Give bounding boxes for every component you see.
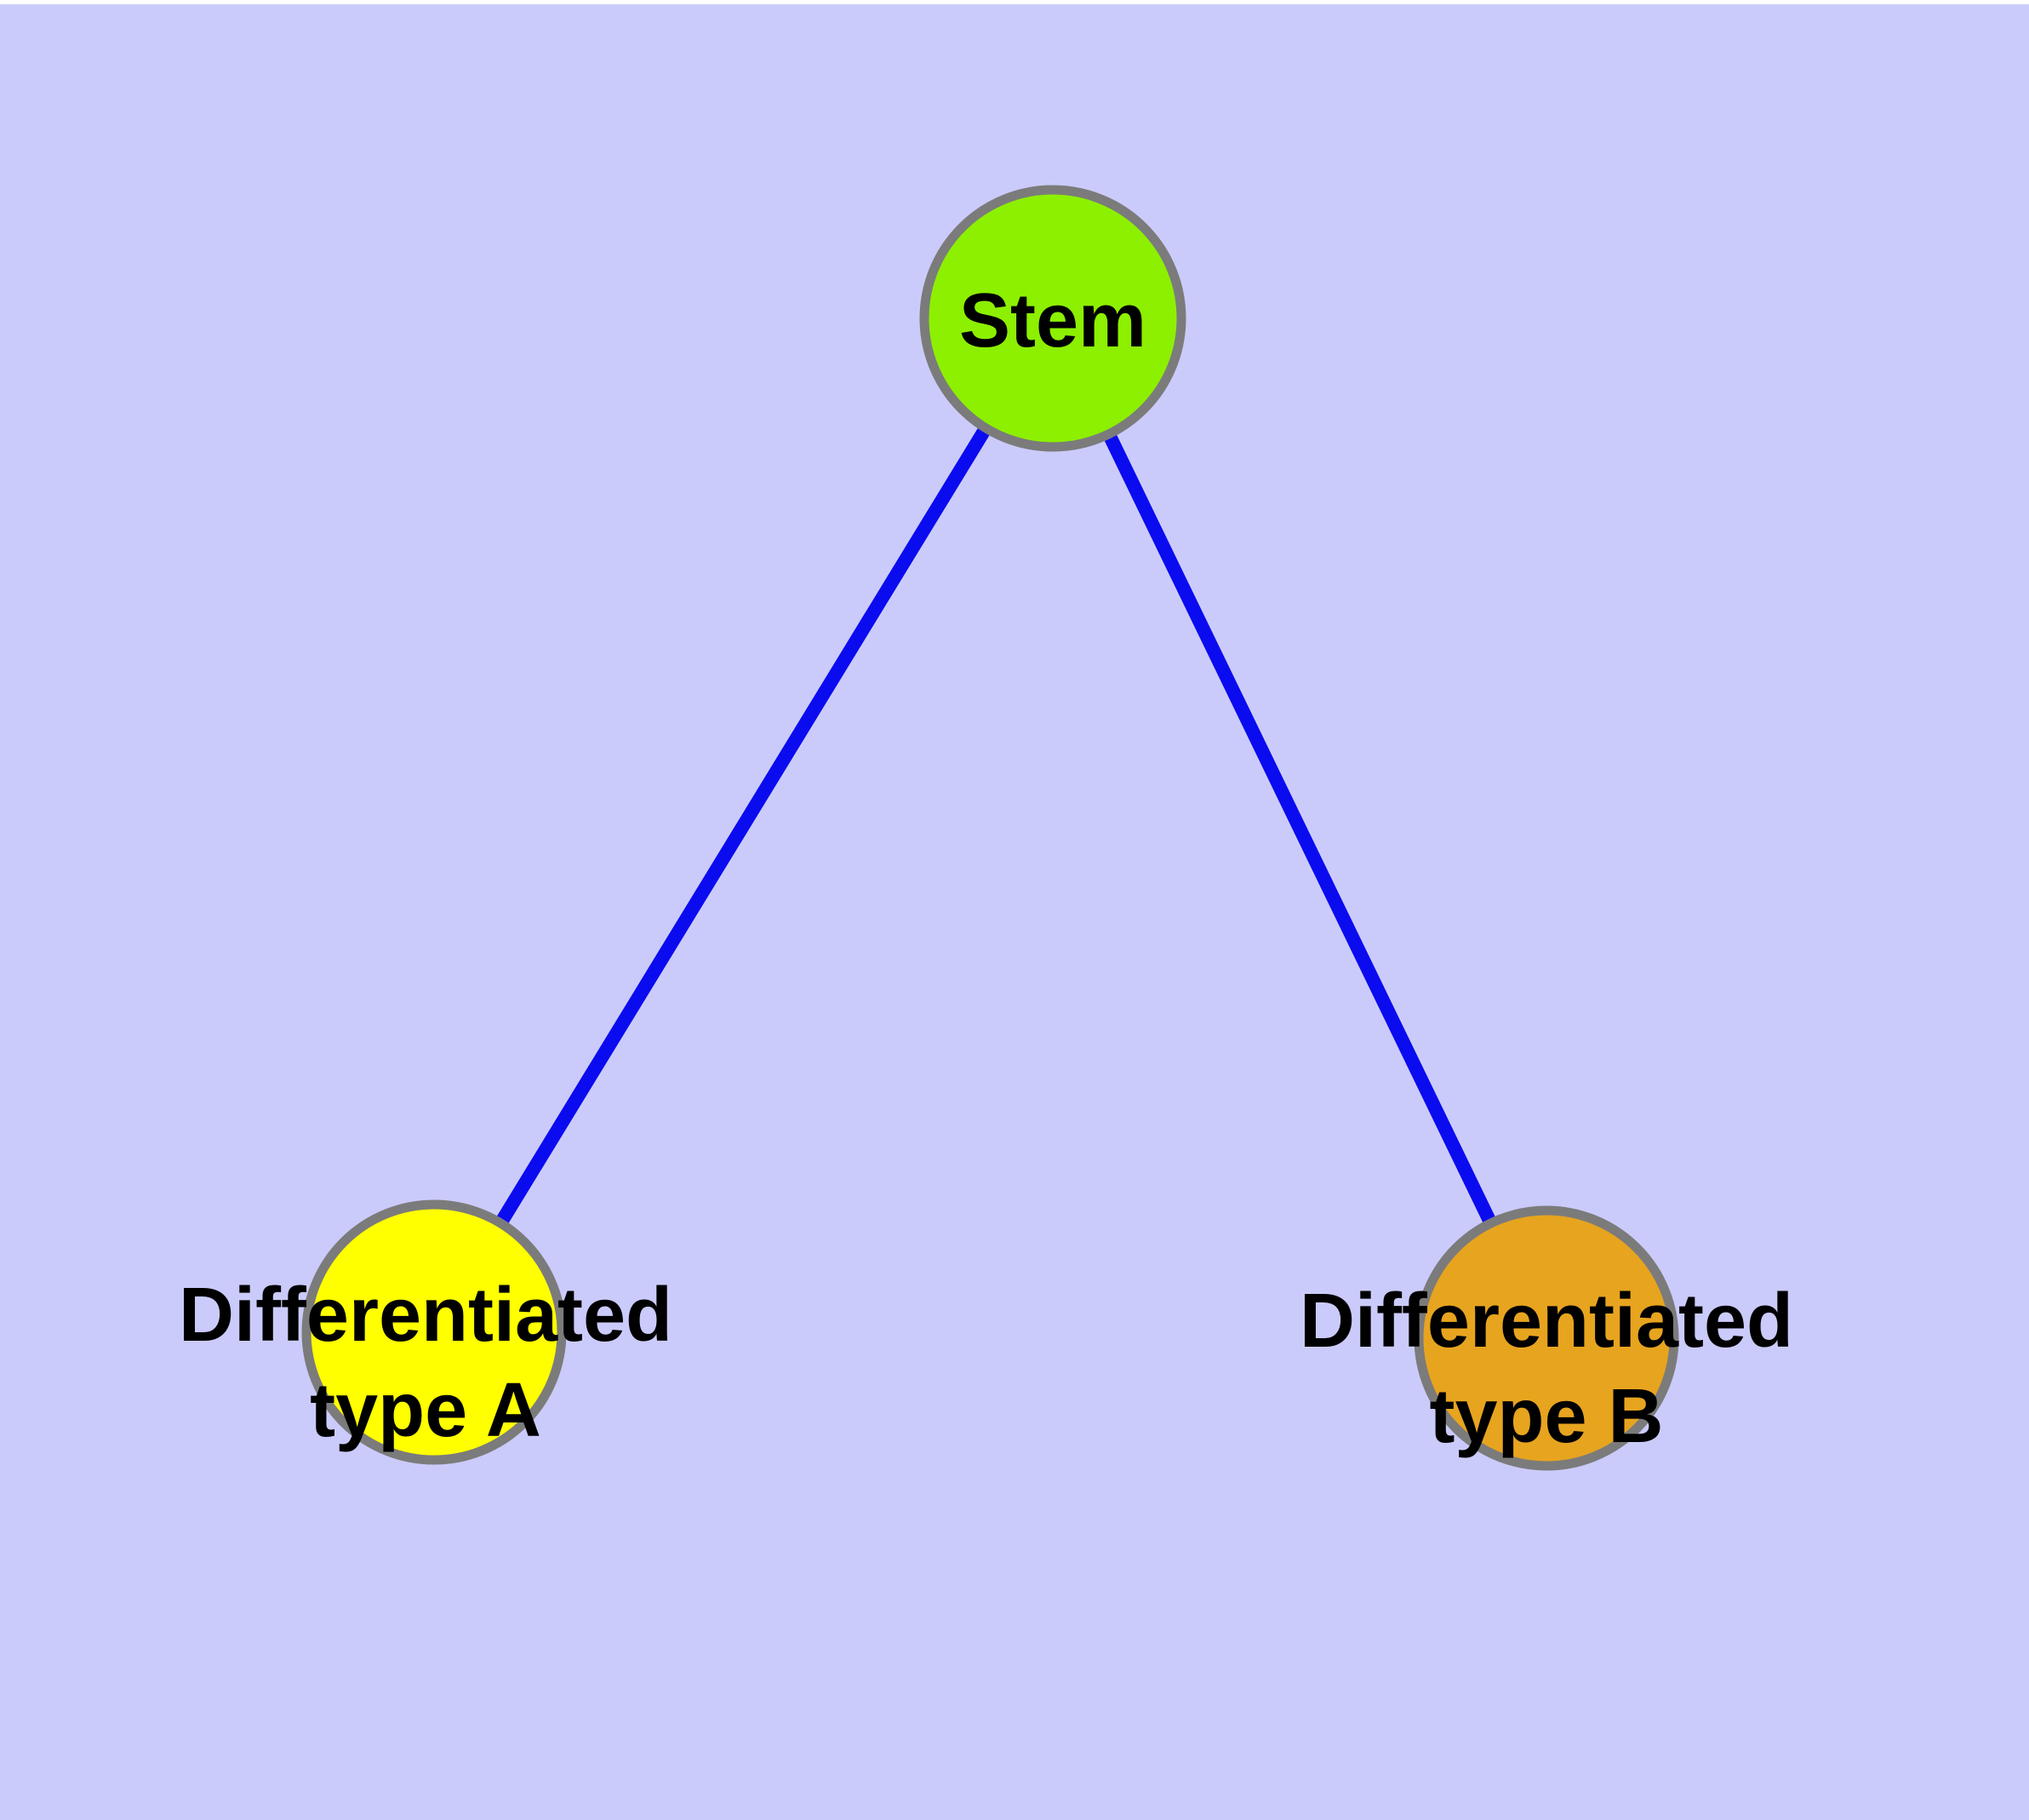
node-type-a-circle (301, 1199, 567, 1465)
edge-stem-to-type-b (1046, 315, 1553, 1342)
edge-stem-to-type-a (428, 314, 1059, 1336)
node-type-b-circle (1414, 1205, 1679, 1471)
node-stem-circle (919, 185, 1186, 452)
